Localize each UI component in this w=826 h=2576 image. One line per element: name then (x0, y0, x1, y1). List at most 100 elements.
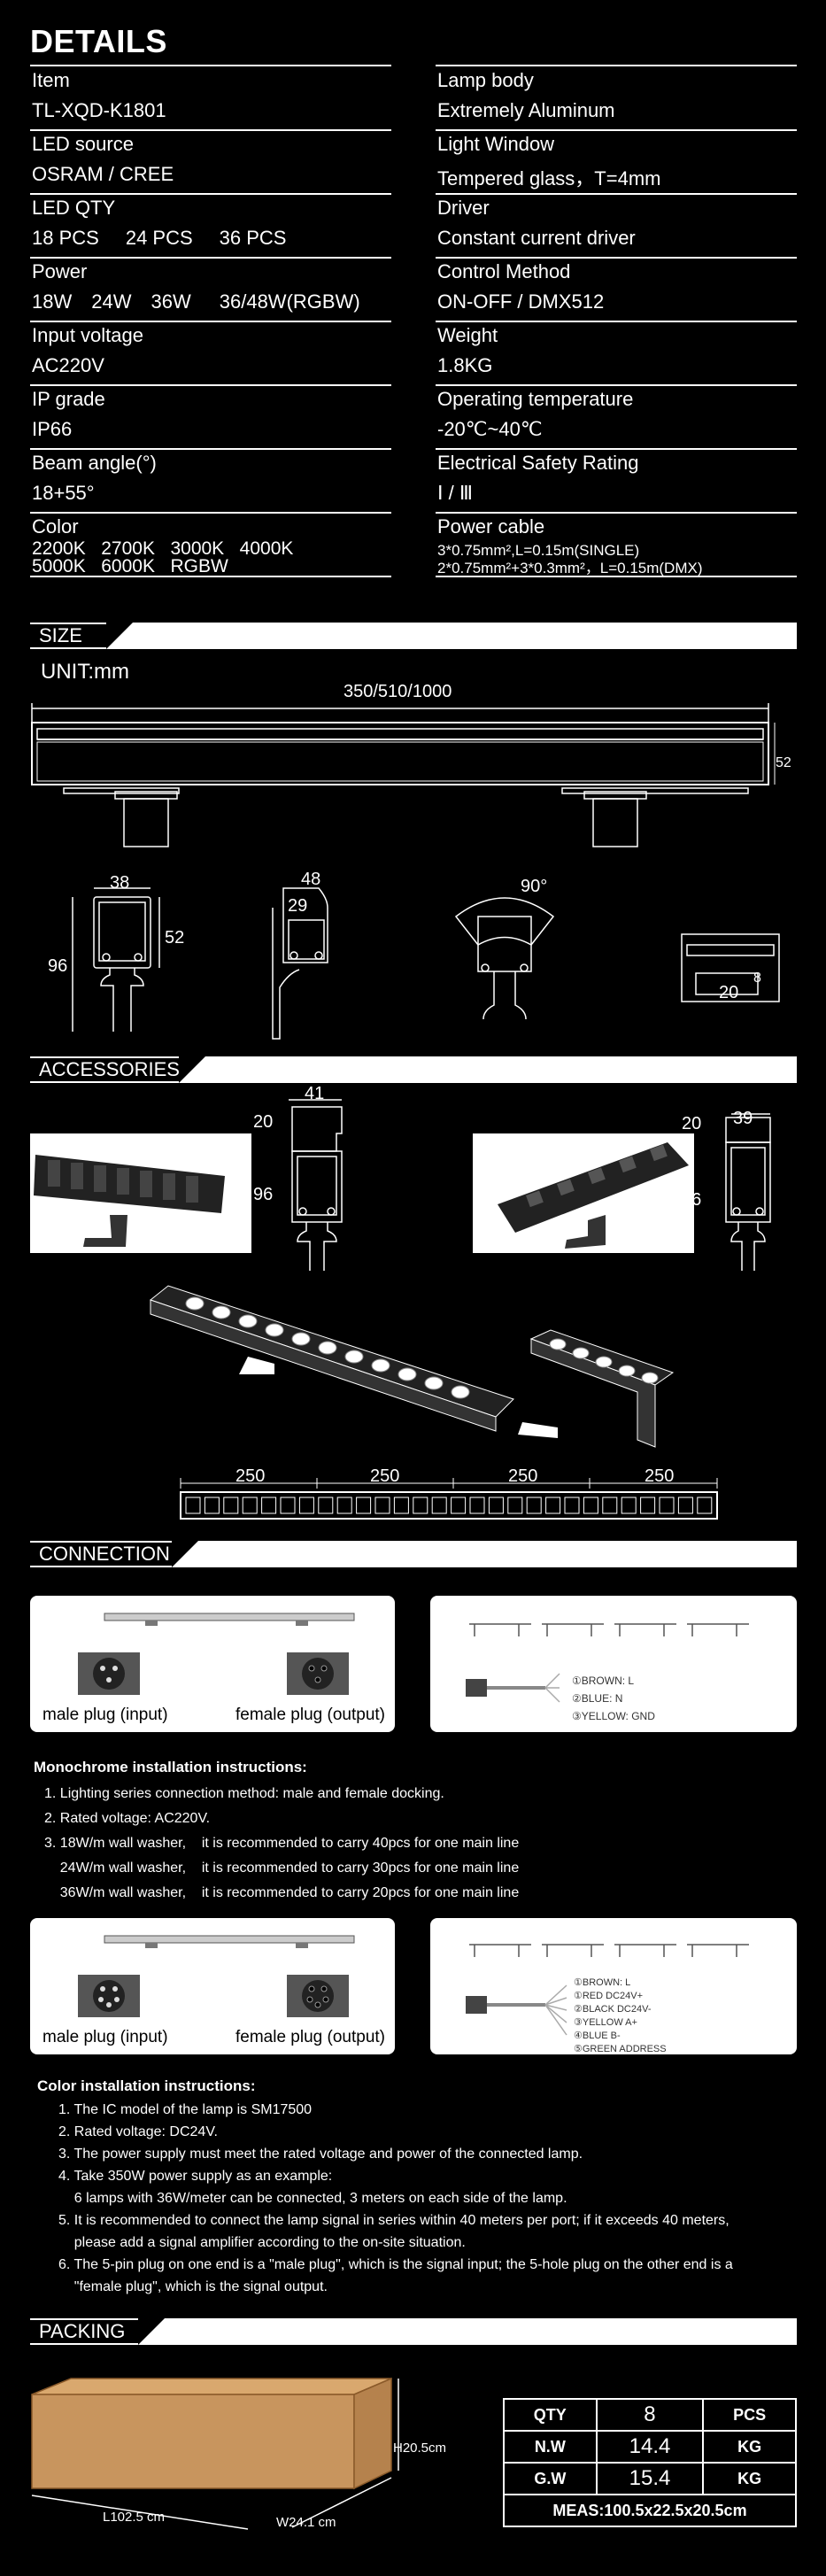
spec-value-item: 36 PCS (219, 227, 287, 249)
size-height: 52 (776, 755, 791, 770)
female-plug-icon (287, 1652, 349, 1695)
spec-label: Power cable (437, 515, 545, 538)
acc1-width: 41 (305, 1084, 325, 1103)
male-plug-icon (78, 1652, 140, 1695)
spec-value: AC220V (32, 354, 104, 377)
acc1-height-top: 20 (253, 1112, 274, 1132)
instruction-line: 36W/m wall washer, it is recommended to … (44, 1885, 520, 1900)
wire-legend-item: ②BLUE: N (572, 1692, 623, 1705)
pack-width: W24.1 cm (276, 2515, 336, 2530)
spec-value-item: 36W (151, 290, 191, 313)
packing-cell-k: N.W (503, 2430, 598, 2464)
wire-legend-item: ③YELLOW A+ (574, 2017, 637, 2028)
color-lamp-icon (104, 1935, 355, 1948)
color-male-plug-label: male plug (input) (42, 2028, 168, 2046)
spec-rule (436, 512, 797, 514)
spec-label: Input voltage (32, 324, 143, 346)
spec-value-item: AC220V (32, 354, 104, 376)
accessory-photo-2 (473, 1133, 694, 1253)
spec-value-item: 1.8KG (437, 354, 493, 376)
size-section-bar: SIZE (30, 623, 797, 649)
spacing-2: 250 (370, 1466, 400, 1486)
packing-cell-v: 14.4 (595, 2430, 705, 2464)
end2-width-outer: 48 (301, 870, 321, 889)
spec-rule (30, 193, 391, 195)
spec-rule (30, 384, 391, 386)
instruction-line: 4. Take 350W power supply as an example: (58, 2169, 333, 2184)
spec-value-item: 24W (91, 290, 132, 313)
acc1-height-total: 96 (253, 1185, 274, 1204)
spec-label: Weight (437, 324, 498, 346)
instruction-line: 2. Rated voltage: AC220V. (44, 1811, 211, 1826)
end2-width-inner: 29 (288, 896, 308, 916)
spec-rule (436, 576, 797, 577)
spec-label: Power (32, 260, 88, 282)
spec-value-item: TL-XQD-K1801 (32, 99, 166, 121)
spec-value-item: IP66 (32, 418, 73, 440)
spec-rule (436, 193, 797, 195)
packing-cell-u: KG (702, 2462, 797, 2495)
color-plug-panel: male plug (input) female plug (output) (30, 1918, 395, 2054)
packing-meas-row: MEAS:100.5x22.5x20.5cm (503, 2494, 797, 2527)
accessory-product-render (149, 1285, 675, 1448)
spec-rule (436, 257, 797, 259)
acc2-height-total: 96 (682, 1190, 702, 1210)
packing-cell-u: KG (702, 2430, 797, 2464)
spacing-4: 250 (645, 1466, 675, 1486)
spec-value: 3*0.75mm²,L=0.15m(SINGLE)2*0.75mm²+3*0.3… (437, 542, 702, 577)
spec-value: Extremely Aluminum (437, 99, 615, 122)
details-top-rule-right (436, 65, 797, 66)
pack-height: H20.5cm (393, 2441, 447, 2456)
spec-value: ON-OFF / DMX512 (437, 290, 604, 313)
spec-value-item: 18W (32, 290, 73, 313)
instruction-line: 3. The power supply must meet the rated … (58, 2147, 583, 2162)
spec-value-item: 24 PCS (125, 227, 193, 249)
wire-legend-item: ④BLUE B- (574, 2031, 621, 2041)
end-views-drawing (72, 887, 780, 1040)
color-instructions-title: Color installation instructions: (37, 2077, 256, 2094)
box-width: 20 (719, 983, 739, 1002)
spec-value: IP66 (32, 418, 72, 441)
spec-value-line: 2*0.75mm²+3*0.3mm²，L=0.15m(DMX) (437, 560, 703, 576)
spec-value-line: 3*0.75mm²,L=0.15m(SINGLE) (437, 542, 640, 559)
spec-rule (436, 448, 797, 450)
spec-rule (30, 512, 391, 514)
spec-value: -20℃~40℃ (437, 418, 543, 441)
size-section-title: SIZE (30, 623, 133, 649)
spec-rule (30, 129, 391, 131)
spec-label: Control Method (437, 260, 571, 282)
instruction-line: 1. Lighting series connection method: ma… (44, 1786, 444, 1801)
packing-cell-k: G.W (503, 2462, 598, 2495)
spec-rule (30, 321, 391, 322)
spec-rule (30, 576, 391, 577)
spec-label: Driver (437, 197, 490, 219)
packing-cell-k: QTY (503, 2398, 598, 2432)
spec-label: Beam angle(°) (32, 452, 157, 474)
packing-section-title: PACKING (30, 2318, 165, 2345)
spec-value-item: -20℃~40℃ (437, 418, 543, 440)
spec-value: 1.8KG (437, 354, 492, 377)
mono-instructions-title: Monochrome installation instructions: (34, 1759, 307, 1775)
wire-legend-item: ①BROWN: L (572, 1675, 635, 1687)
spec-label: LED source (32, 133, 134, 155)
mono-lamp-icon (104, 1613, 355, 1626)
accessories-section-bar: ACCESSORIES (30, 1056, 797, 1083)
details-title: DETAILS (30, 23, 167, 59)
spec-label: Operating temperature (437, 388, 634, 410)
instruction-line: 2. Rated voltage: DC24V. (58, 2124, 218, 2139)
size-length: 350/510/1000 (344, 682, 452, 701)
spec-label: LED QTY (32, 197, 116, 219)
pack-length: L102.5 cm (103, 2510, 166, 2525)
packing-cell-u: PCS (702, 2398, 797, 2432)
accessory-photo-1 (30, 1133, 251, 1253)
mono-wire-drawing (466, 1673, 560, 1703)
color-female-plug-icon (287, 1975, 349, 2017)
color-female-plug-label: female plug (output) (235, 2028, 385, 2046)
packing-cell-v: 15.4 (595, 2462, 705, 2495)
spec-rule (436, 384, 797, 386)
